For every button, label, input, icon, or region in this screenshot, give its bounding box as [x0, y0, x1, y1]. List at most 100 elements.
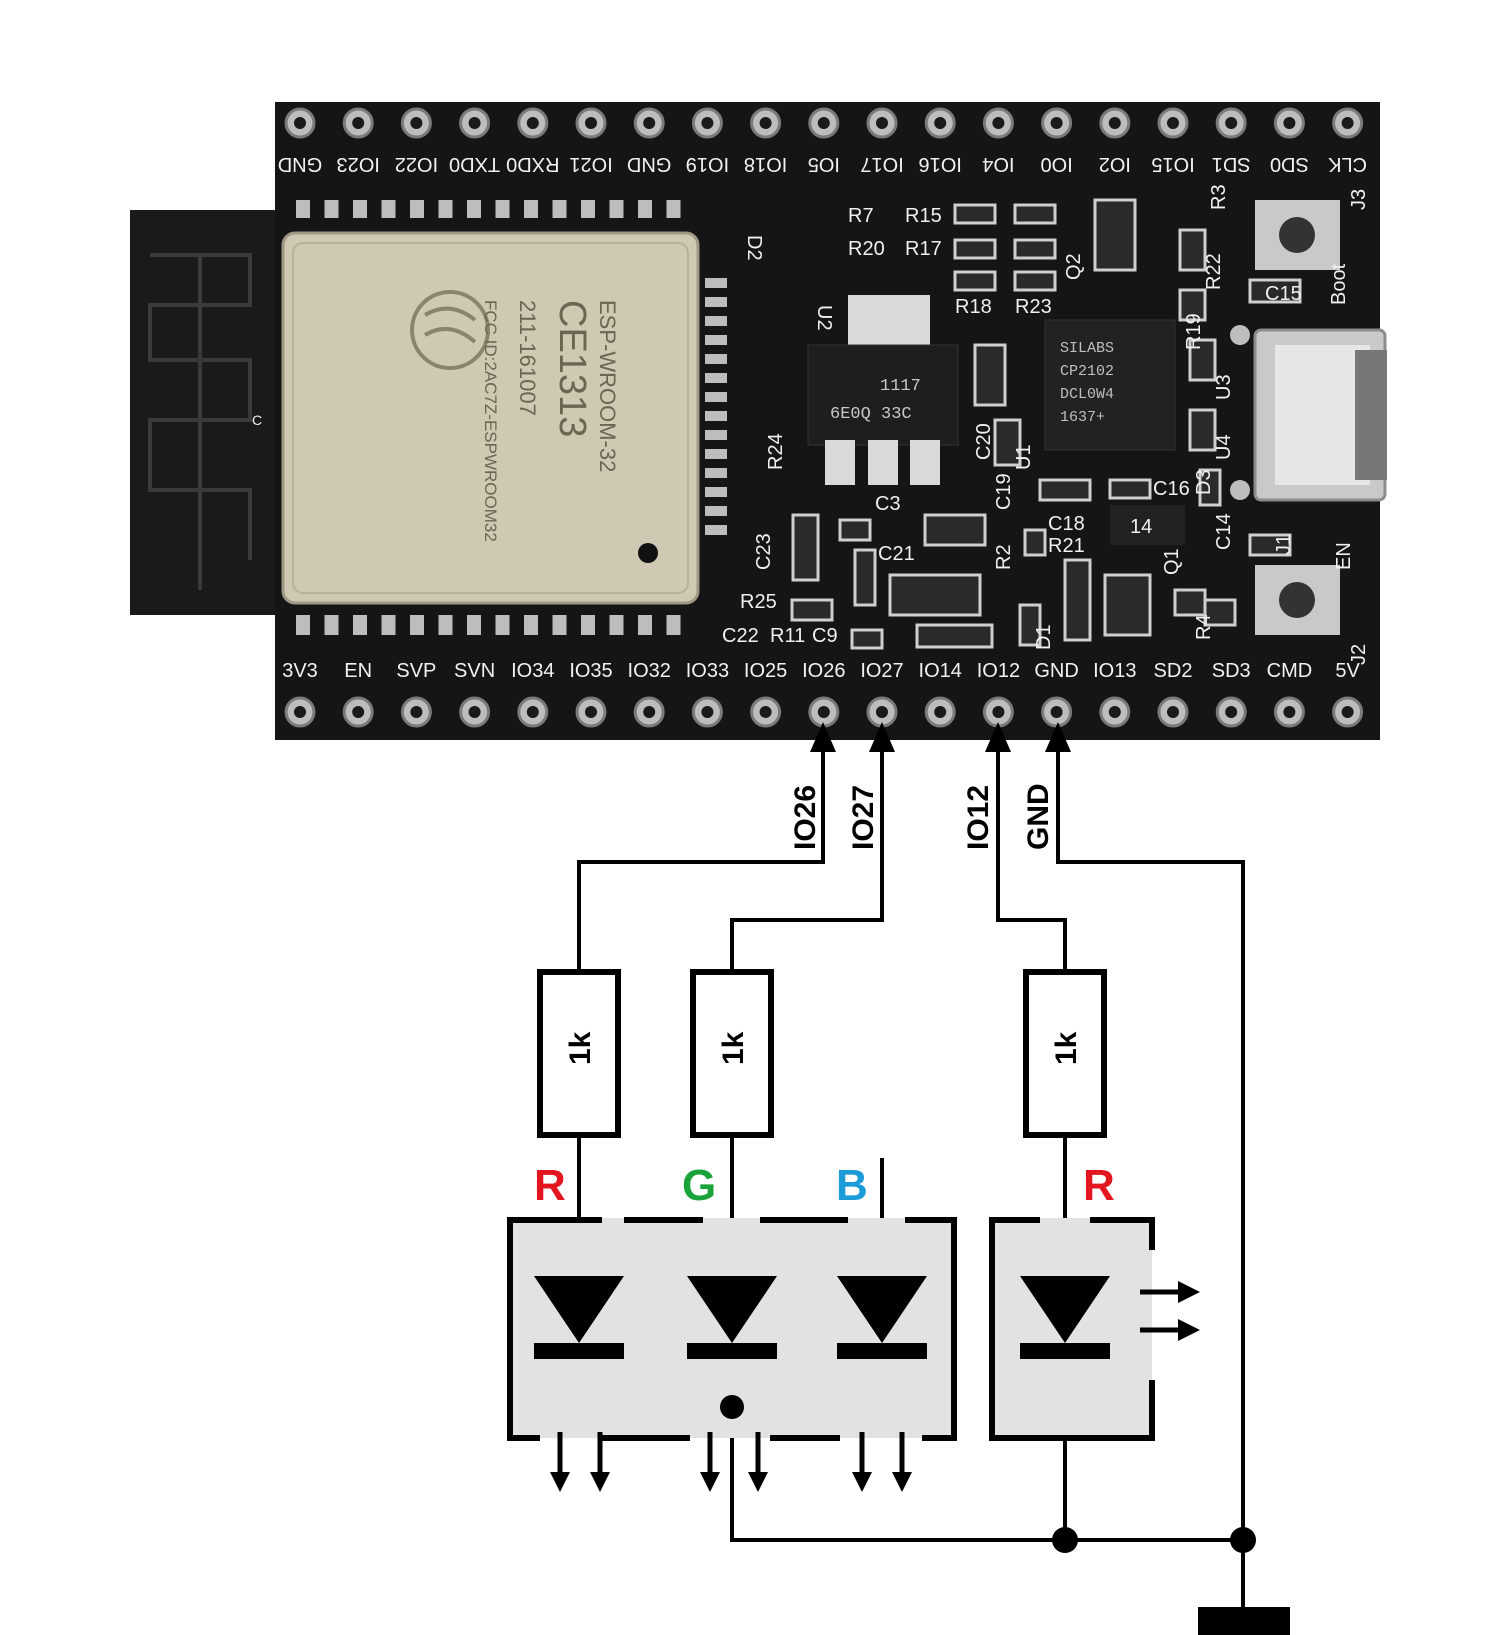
top-pin-label: IO16 [919, 153, 962, 175]
antenna-trace [148, 253, 252, 590]
svg-text:R11: R11 [770, 625, 805, 647]
svg-text:C14: C14 [1213, 513, 1235, 550]
silk-c: C [252, 412, 262, 428]
smd-part [953, 203, 997, 225]
smd-part [1108, 478, 1152, 500]
svg-text:R20: R20 [848, 238, 885, 260]
smd-part [1018, 603, 1042, 647]
top-pin-label: TXD0 [449, 153, 500, 175]
smd-part [1203, 598, 1237, 627]
module-line-4: FCC ID:2AC7Z-ESPWROOM32 [481, 300, 500, 542]
smd-part [1198, 468, 1222, 507]
svg-text:C9: C9 [812, 625, 838, 647]
svg-text:R22: R22 [1203, 253, 1225, 290]
svg-text:CP2102: CP2102 [1060, 363, 1114, 380]
top-pin-label: SD1 [1212, 153, 1251, 175]
top-pin-label: IO21 [569, 153, 612, 175]
smd-part [1013, 270, 1057, 292]
top-pin-label: GND [627, 153, 671, 175]
resistor-g: 1k [690, 969, 774, 1138]
bottom-pin-label: GND [1034, 660, 1078, 682]
bottom-header-pads [296, 615, 681, 635]
svg-text:EN: EN [1333, 542, 1355, 570]
smd-part [1093, 198, 1137, 272]
svg-text:C15: C15 [1265, 283, 1302, 305]
resistor-single: 1k [1023, 969, 1107, 1138]
arrow-io26-icon [810, 722, 836, 752]
svg-text:C22: C22 [722, 625, 759, 647]
svg-text:C23: C23 [753, 533, 775, 570]
svg-text:6E0Q 33C: 6E0Q 33C [830, 405, 912, 424]
wire-io26 [577, 745, 825, 972]
svg-text:1k: 1k [717, 1031, 750, 1065]
junction-dot-icon [1230, 1527, 1256, 1553]
top-pin-label: CLK [1327, 153, 1367, 175]
bottom-pin-label: IO25 [744, 660, 787, 682]
diode-single-red-icon [1020, 1276, 1110, 1359]
top-pin-label: IO2 [1099, 153, 1131, 175]
svg-text:R15: R15 [905, 205, 942, 227]
smd-part [850, 628, 884, 650]
bottom-pin-label: IO26 [802, 660, 845, 682]
arrow-io27-icon [869, 722, 895, 752]
channel-label-r2: R [1083, 1161, 1115, 1210]
smd-part [1023, 528, 1047, 557]
resistor-r: 1k [537, 969, 621, 1138]
svg-text:C16: C16 [1153, 478, 1190, 500]
emission-arrows-single-icon [1140, 1281, 1200, 1341]
svg-text:R18: R18 [955, 296, 992, 318]
smd-part [791, 513, 820, 582]
top-header-holes [284, 107, 1364, 139]
top-pin-label: IO17 [860, 153, 903, 175]
wire-gnd [1056, 745, 1245, 1610]
micro-usb-connector-icon [1230, 325, 1387, 502]
wire-io12 [996, 745, 1067, 972]
diode-green-icon [687, 1276, 777, 1359]
svg-text:J1: J1 [1273, 534, 1295, 555]
svg-text:R2: R2 [993, 544, 1015, 570]
svg-text:D1: D1 [1033, 624, 1055, 650]
bottom-pin-label: IO14 [919, 660, 962, 682]
bottom-pin-label: SD3 [1212, 660, 1251, 682]
svg-text:U2: U2 [813, 305, 835, 331]
top-pin-label: IO4 [982, 153, 1014, 175]
arrow-gnd-icon [1045, 722, 1071, 752]
top-pin-label: IO18 [744, 153, 787, 175]
bottom-pin-label: 3V3 [282, 660, 318, 682]
top-pin-label: IO15 [1151, 153, 1194, 175]
junction-dot-icon [720, 1395, 744, 1419]
svg-text:R23: R23 [1015, 296, 1052, 318]
top-pin-label: IO23 [337, 153, 380, 175]
svg-text:R19: R19 [1183, 313, 1205, 350]
svg-text:J2: J2 [1348, 644, 1370, 665]
top-pin-label: IO5 [808, 153, 840, 175]
label-io12: IO12 [962, 785, 995, 850]
bottom-pin-label: 5V [1335, 660, 1360, 682]
bottom-pin-label: IO34 [511, 660, 554, 682]
top-pin-label: IO19 [686, 153, 729, 175]
rgb-led-package [507, 1217, 957, 1492]
channel-label-b: B [836, 1161, 868, 1210]
svg-text:D3: D3 [1193, 469, 1215, 495]
svg-text:1k: 1k [564, 1031, 597, 1065]
smd-part [1013, 203, 1057, 225]
espressif-logo-icon [410, 290, 490, 370]
arrow-io12-icon [985, 722, 1011, 752]
label-gnd: GND [1022, 783, 1055, 850]
bottom-pin-label: EN [344, 660, 372, 682]
smd-part [1178, 228, 1207, 272]
antenna-area [130, 210, 280, 615]
smd-part [953, 238, 997, 260]
smd-part [1188, 338, 1217, 382]
top-pin-label: RXD0 [506, 153, 559, 175]
smd-components [790, 198, 1302, 650]
module-side-pads [705, 278, 727, 535]
svg-text:R24: R24 [765, 433, 787, 470]
wire-io27 [730, 745, 884, 972]
bottom-pin-label: IO27 [860, 660, 903, 682]
smd-part [1188, 408, 1217, 452]
smd-part [853, 548, 877, 607]
svg-text:R3: R3 [1208, 184, 1230, 210]
